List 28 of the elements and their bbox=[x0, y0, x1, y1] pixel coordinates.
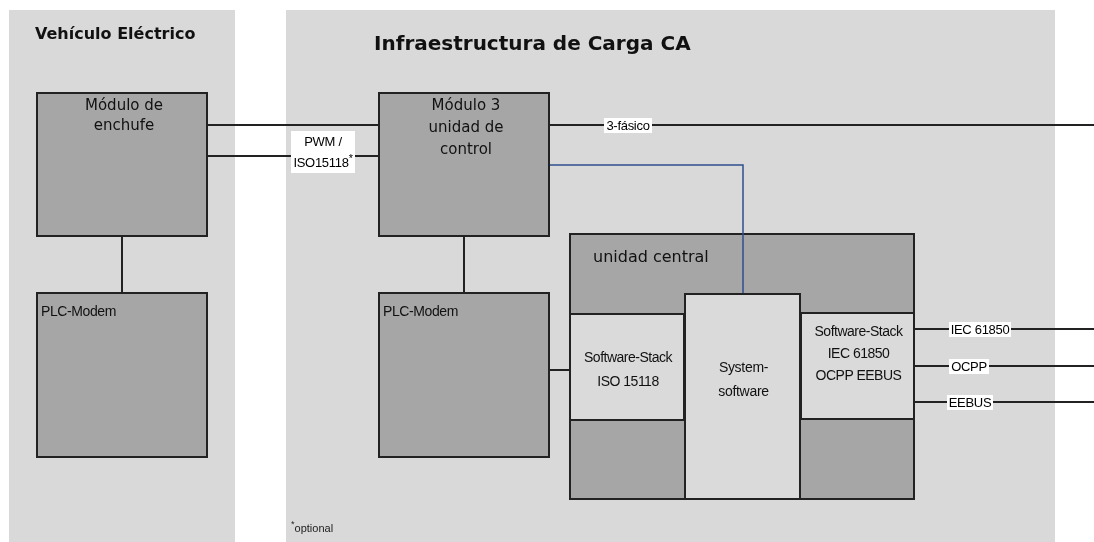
panel-heading: Vehículo Eléctrico bbox=[35, 24, 196, 45]
connector-line bbox=[463, 236, 465, 293]
box-label: Módulo 3 unidad de control bbox=[427, 95, 505, 160]
box-label: PLC-Modem bbox=[383, 302, 458, 321]
module-box bbox=[569, 233, 915, 500]
box-label: Software-Stack ISO 15118 bbox=[583, 348, 674, 391]
box-label: unidad central bbox=[593, 247, 709, 268]
connector-line bbox=[549, 124, 1094, 126]
box-label: PLC-Modem bbox=[41, 302, 116, 321]
connector-line bbox=[549, 164, 744, 294]
module-box bbox=[36, 292, 208, 458]
module-box bbox=[378, 292, 550, 458]
edge-label: PWM / ISO15118$^{*}$ bbox=[291, 130, 355, 174]
module-box bbox=[378, 92, 550, 237]
module-box bbox=[36, 92, 208, 237]
connector-line bbox=[207, 124, 379, 126]
panel bbox=[9, 10, 235, 542]
footnote: $^{*}$optional bbox=[291, 519, 334, 534]
connector-line bbox=[121, 236, 123, 293]
box-label: System-software bbox=[717, 358, 770, 401]
connector-line bbox=[549, 369, 570, 371]
box-label: Módulo de enchufe bbox=[84, 96, 164, 135]
software-box bbox=[800, 312, 915, 420]
panel-heading: Infraestructura de Carga CA bbox=[374, 30, 691, 56]
panel bbox=[286, 10, 1055, 542]
box-label: Software-Stack IEC 61850 OCPP EEBUS bbox=[813, 322, 904, 385]
software-box bbox=[684, 293, 801, 500]
software-box bbox=[569, 313, 685, 421]
